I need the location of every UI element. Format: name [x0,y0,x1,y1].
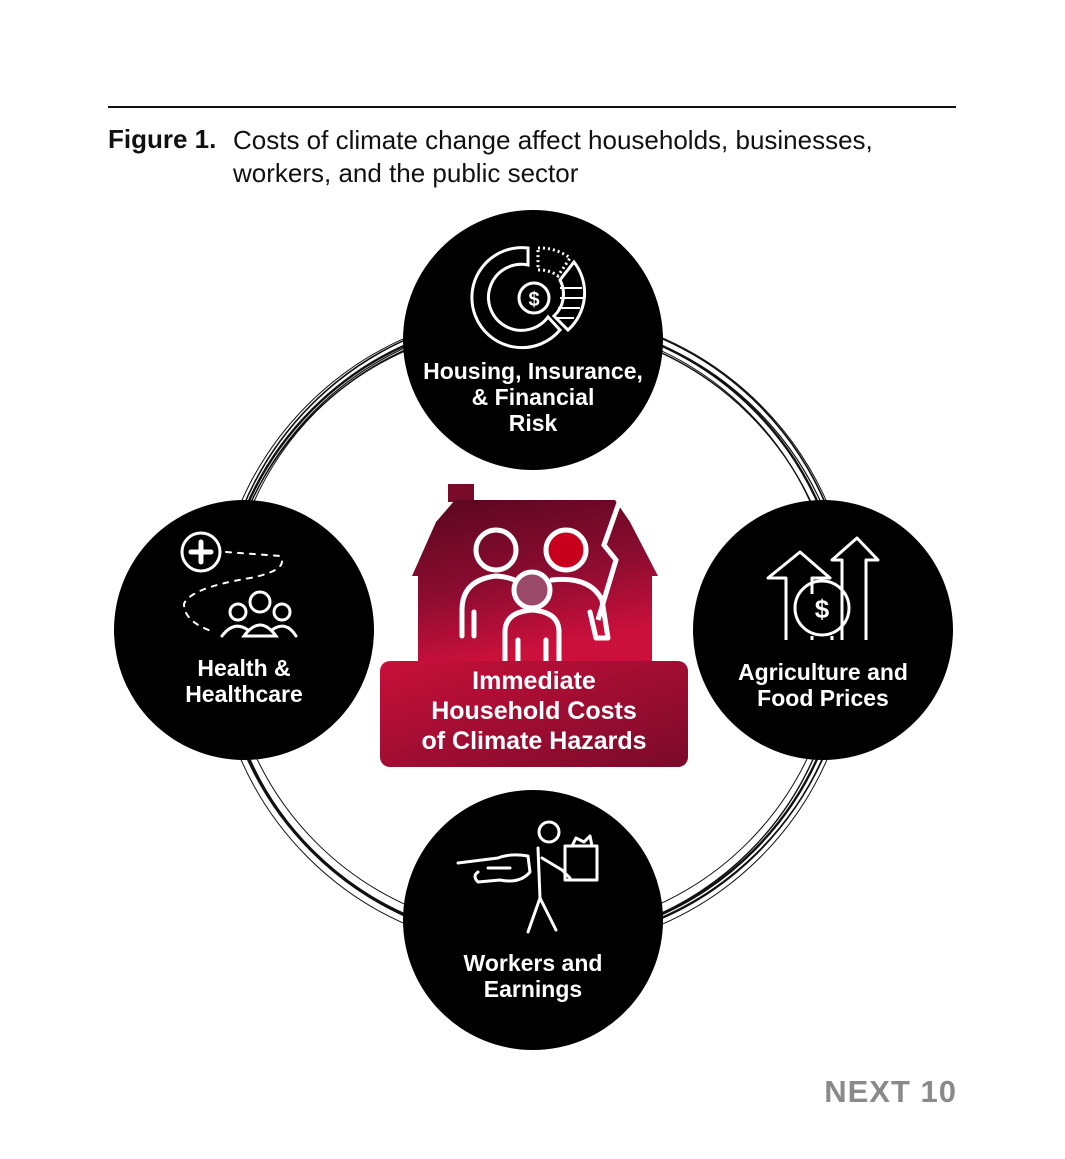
worker-icon [456,820,599,934]
healthcare-icon [180,531,298,638]
brand-logo: NEXT 10 [824,1074,957,1109]
house-chimney [448,484,474,502]
node-agriculture-label: Agriculture and Food Prices [693,659,953,711]
node-housing-line-1: Housing, Insurance, [423,358,643,384]
center-banner [380,661,688,767]
svg-text:$: $ [815,594,830,624]
svg-text:$: $ [528,289,539,311]
family-icon [459,527,611,665]
node-housing-line-3: Risk [508,410,558,436]
rising-prices-icon: $ [766,536,880,640]
house-crack [595,499,623,621]
figure-label: Figure 1. [108,124,217,154]
node-agriculture-circle [693,500,953,760]
center-label-line-2: Household Costs [431,697,637,725]
node-agriculture-line-1: Agriculture and [738,659,908,685]
node-workers-label: Workers and Earnings [403,950,663,1002]
node-health-label: Health & Healthcare [114,655,374,707]
node-workers-line-2: Earnings [483,976,583,1002]
node-health-line-2: Healthcare [185,681,303,707]
figure-title-line-1: Costs of climate change affect household… [233,125,873,155]
node-housing-label: Housing, Insurance, & Financial Risk [403,358,663,436]
financial-chart-icon: $ [470,246,587,350]
figure-title-line-2: workers, and the public sector [233,158,579,188]
node-health-line-1: Health & [197,655,291,681]
title-rule [108,106,956,108]
center-label-line-3: of Climate Hazards [421,727,647,755]
figure-title: Costs of climate change affect household… [233,124,933,190]
center-label: Immediate Household Costs of Climate Haz… [380,666,688,756]
node-housing-line-2: & Financial [471,384,595,410]
node-workers-line-1: Workers and [463,950,603,976]
center-label-line-1: Immediate [472,667,596,695]
node-agriculture-line-2: Food Prices [757,685,889,711]
node-health-circle [114,500,374,760]
node-housing-circle [403,210,663,470]
